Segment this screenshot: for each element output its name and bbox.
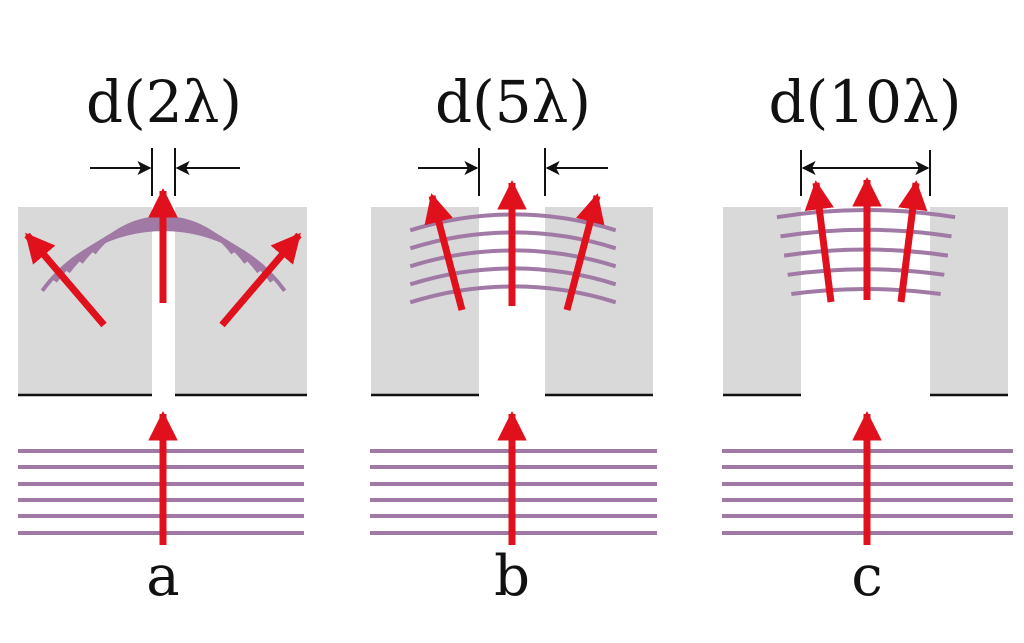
panel-label-c: c — [851, 544, 882, 609]
diffracted-rays-c — [804, 177, 928, 303]
barrier-left-c — [723, 207, 801, 395]
ray-arrow-c-right — [897, 180, 928, 303]
ray-arrow-a-right — [219, 232, 302, 328]
slit-width-title-c: d(10λ) — [769, 68, 962, 136]
ray-arrow-c-left — [804, 180, 835, 303]
slit-width-dimension-b — [418, 148, 608, 196]
slit-width-title-b: d(5λ) — [435, 68, 591, 136]
diffracted-rays-a — [24, 188, 302, 328]
panel-label-a: a — [146, 544, 179, 609]
ray-arrow-a-left — [24, 232, 107, 328]
barrier-right-c — [930, 207, 1008, 395]
panel-a: d(2λ) — [18, 68, 307, 609]
slit-width-dimension-a — [90, 148, 240, 196]
ray-arrow-b-left — [424, 193, 466, 311]
panel-label-b: b — [494, 544, 530, 609]
barrier-right-b — [545, 207, 653, 395]
panel-c: d(10λ) — [722, 68, 1013, 609]
ray-arrow-b-right — [563, 193, 605, 311]
panel-b: d(5λ) — [370, 68, 657, 609]
diffracted-rays-b — [424, 180, 605, 311]
slit-width-dimension-c — [800, 150, 931, 196]
slit-width-title-a: d(2λ) — [86, 68, 242, 136]
